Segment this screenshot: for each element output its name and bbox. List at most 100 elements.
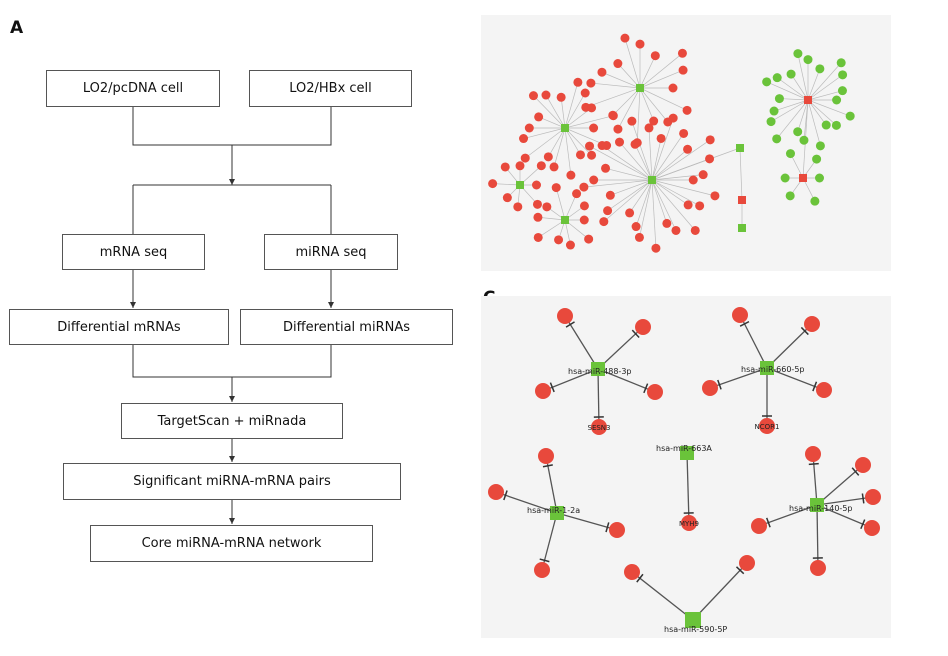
network-b-target-node (815, 64, 825, 74)
network-c-edge (541, 512, 558, 571)
network-b-target-node (837, 86, 847, 96)
network-b-target-node (630, 139, 640, 149)
network-c-target-node (855, 457, 871, 473)
network-b-target-node (780, 173, 790, 183)
network-b-target-node (677, 48, 687, 58)
network-b-target-node (710, 191, 720, 201)
network-b-target-node (599, 217, 609, 227)
network-c-target-node (864, 520, 880, 536)
network-b-target-node (793, 127, 803, 137)
network-b-target-node (589, 175, 599, 185)
network-b-target-node (766, 117, 776, 127)
network-b-target-node (625, 208, 635, 218)
network-b-target-node (613, 59, 623, 69)
box-differential-mrnas: Differential mRNAs (9, 309, 229, 345)
network-b-target-node (613, 124, 623, 134)
network-b-target-node (500, 162, 510, 172)
network-b-target-node (772, 73, 782, 83)
network-b-target-node (634, 232, 644, 242)
network-b-target-node (579, 215, 589, 225)
network-b-target-node (589, 123, 599, 133)
network-b-target-node (603, 206, 613, 216)
network-b-target-node (772, 134, 782, 144)
network-b-target-node (803, 55, 813, 65)
box-mirna-seq: miRNA seq (264, 234, 398, 270)
network-b-target-node (585, 141, 595, 151)
network-c-mirna-node (591, 362, 605, 376)
network-c-mirna-node (760, 361, 774, 375)
network-b-hub-node (738, 224, 746, 232)
box-lo2-pcdna-cell: LO2/pcDNA cell (46, 70, 220, 107)
network-b-target-node (608, 111, 618, 121)
network-b-target-node (631, 222, 641, 232)
network-b-target-node (580, 88, 590, 98)
network-b-target-node (620, 33, 630, 43)
network-b-target-node (579, 182, 589, 192)
network-b-target-node (542, 202, 552, 212)
network-b-target-node (597, 67, 607, 77)
network-b-target-node (533, 232, 543, 242)
network-c-mirna-label: hsa-miR-1-2a (527, 506, 580, 515)
network-b-target-node (815, 173, 824, 183)
network-b-target-node (513, 202, 523, 212)
network-b-target-node (488, 179, 498, 189)
network-b-target-node (682, 105, 692, 115)
network-c-target-node (647, 384, 663, 400)
network-c-background (481, 296, 891, 638)
network-b-target-node (821, 120, 831, 130)
network-b-hub-node (636, 84, 644, 92)
network-c-mirna-node (685, 612, 701, 628)
network-b-target-node (536, 161, 546, 171)
network-b-target-node (532, 180, 541, 190)
network-b-target-node (575, 150, 585, 160)
panel-label-a: A (10, 18, 24, 38)
network-b-target-node (799, 135, 809, 145)
network-b-target-node (566, 170, 576, 180)
network-c-target-node (816, 382, 832, 398)
box-lo2-hbx-cell: LO2/HBx cell (249, 70, 412, 107)
network-b-hub-node (648, 176, 656, 184)
box-core-network: Core miRNA-mRNA network (90, 525, 373, 562)
network-c-mirna-label: hsa-miR-140-5p (789, 504, 853, 513)
network-b-hub-node (799, 174, 807, 182)
network-c-mirna-node (680, 446, 694, 460)
network-c-mirna-label: hsa-miR-488-3p (568, 367, 632, 376)
network-b-target-node (644, 123, 654, 133)
network-c-target-node (732, 307, 748, 323)
network-c-mirna-node (810, 498, 824, 512)
network-b-target-node (543, 152, 553, 162)
network-b-target-node (845, 111, 855, 121)
network-b-target-node (601, 163, 611, 173)
network-c-target-node (702, 380, 718, 396)
network-c-mirna-node (550, 506, 564, 520)
network-b-target-node (551, 183, 561, 193)
network-b-target-node (584, 234, 594, 244)
network-b-hub-node (804, 96, 812, 104)
network-b-hub-node (738, 196, 746, 204)
network-b-target-node (832, 95, 842, 105)
network-c-target-node (804, 316, 820, 332)
network-b-target-node (683, 200, 693, 210)
network-c-target-node (681, 515, 697, 531)
network-b-target-node (533, 212, 543, 222)
network-b-target-node (534, 112, 544, 122)
network-b-target-node (605, 190, 615, 200)
network-b-target-node (690, 225, 700, 235)
network-b-target-node (656, 133, 666, 143)
box-significant-pairs: Significant miRNA-mRNA pairs (63, 463, 401, 500)
network-c-edge (495, 491, 558, 514)
network-b-target-node (705, 154, 715, 164)
network-c-mirna-label: hsa-miR-663A (656, 444, 712, 453)
network-c-edge (692, 562, 748, 621)
network-b-target-node (812, 154, 822, 164)
network-c-target-node (591, 419, 607, 435)
network-b-target-node (695, 201, 705, 211)
network-b-target-node (524, 123, 534, 133)
network-b-target-node (520, 153, 530, 163)
box-targetscan-mirnada: TargetScan + miRnada (121, 403, 343, 439)
network-b-target-node (785, 149, 795, 159)
network-c-target-node (535, 383, 551, 399)
